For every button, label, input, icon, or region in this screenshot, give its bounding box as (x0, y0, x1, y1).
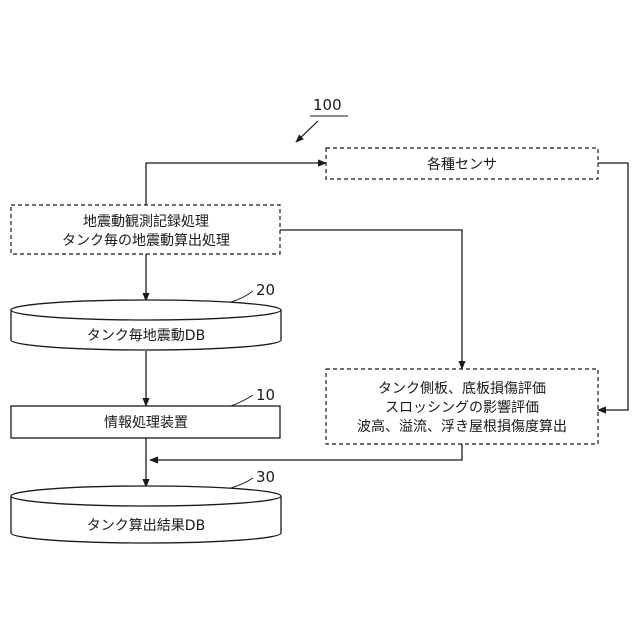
db20-leader (231, 291, 253, 302)
sensors-label: 各種センサ (427, 157, 497, 173)
system-ref-arrow (296, 121, 318, 142)
recording-line-2: タンク毎の地震動算出処理 (62, 233, 230, 249)
evaluation-line-1: タンク側板、底板損傷評価 (378, 381, 546, 397)
db20-top (11, 300, 281, 320)
db30-top (11, 486, 281, 506)
sensors-box: 各種センサ (326, 148, 598, 179)
system-reference: 100 (296, 96, 348, 142)
db30-label: タンク算出結果DB (87, 518, 205, 534)
evaluation-line-3: 波高、溢流、浮き屋根損傷度算出 (357, 418, 567, 435)
recording-line-1: 地震動観測記録処理 (83, 213, 209, 230)
evaluation-box: タンク側板、底板損傷評価 スロッシングの影響評価 波高、溢流、浮き屋根損傷度算出 (326, 369, 598, 444)
processor-leader (231, 395, 253, 406)
processor-ref: 10 (256, 386, 275, 404)
db20-ref: 20 (256, 281, 275, 299)
arrow-sensors-to-evaluation (598, 163, 628, 410)
recording-box: 地震動観測記録処理 タンク毎の地震動算出処理 (11, 205, 280, 254)
evaluation-line-2: スロッシングの影響評価 (385, 399, 539, 416)
arrow-recording-to-sensors (146, 163, 326, 205)
db30-leader (231, 478, 253, 488)
system-ref-number: 100 (313, 96, 342, 114)
db20-label: タンク毎地震動DB (87, 328, 205, 344)
processor-label: 情報処理装置 (104, 415, 188, 431)
arrow-recording-to-evaluation (280, 230, 462, 369)
db30-ref: 30 (256, 468, 275, 486)
arrow-evaluation-to-db30 (150, 444, 462, 460)
